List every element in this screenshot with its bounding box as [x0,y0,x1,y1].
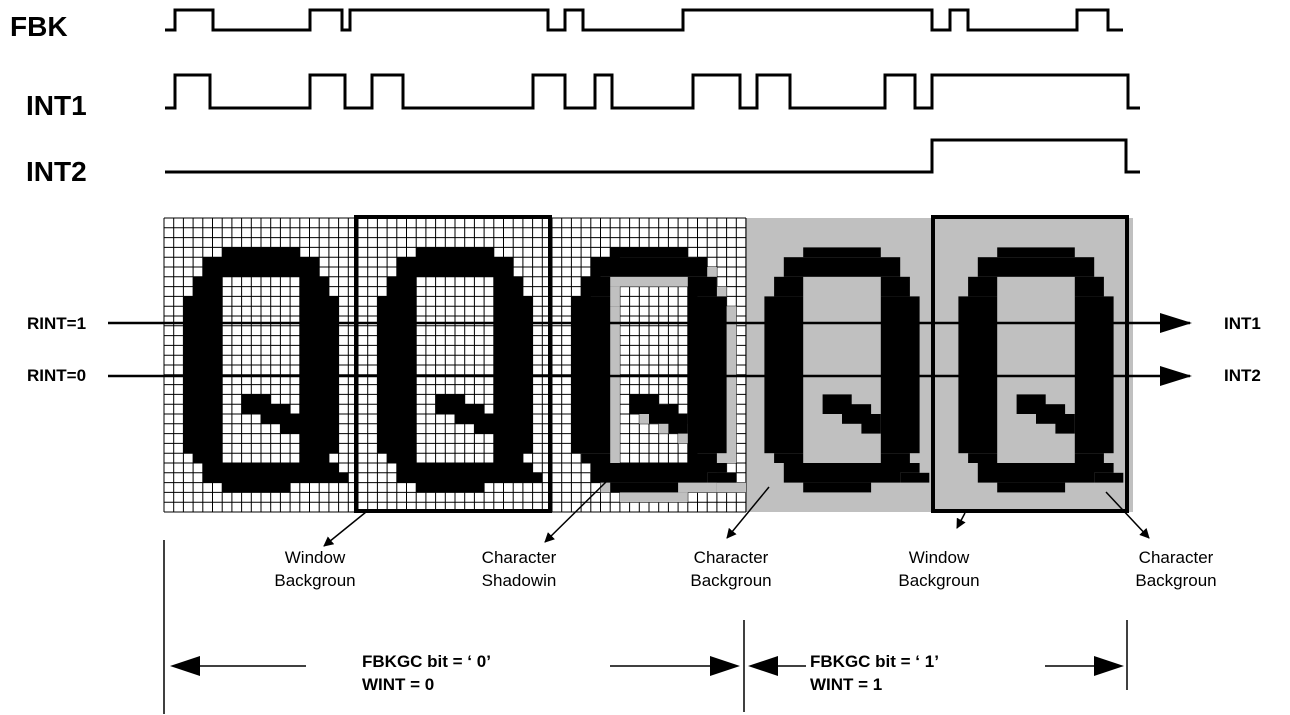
q-glyph-block [1074,276,1104,297]
q-glyph-block [309,463,339,473]
q-glyph-block [803,247,881,258]
q-glyph-block [697,463,727,473]
q-glyph-block [202,257,320,277]
q-glyph-block [396,463,514,483]
q-glyph-block [280,414,300,434]
q-shadow-block [716,482,746,493]
q-glyph-block [513,472,543,483]
rint1-label: RINT=1 [27,314,87,333]
q-glyph-block [880,276,910,297]
window-frame-right [931,215,1129,513]
dim-arrow-right-start [748,656,778,676]
q-glyph-block [590,463,708,483]
fbk-waveform [165,8,1123,32]
q-glyph-block [900,472,930,483]
q-glyph-block [202,463,320,483]
window-frame-left [354,215,552,513]
q-glyph-block [880,453,910,463]
rint1-arrowhead [1160,313,1192,333]
window-frames [354,215,1129,513]
q-glyph-block [299,276,329,297]
q-glyph-block [503,463,533,473]
int2-output-label: INT2 [1224,366,1261,385]
q-glyph-block [803,482,872,493]
rint0-arrowhead [1160,366,1192,386]
dim-arrow-left-start [170,656,200,676]
dim-arrow-right-end [1094,656,1124,676]
q-glyph-block [707,472,737,483]
rint0-label: RINT=0 [27,366,87,385]
q-glyph-block [493,453,523,463]
q-glyph-block [299,453,329,463]
int1-label: INT1 [26,90,87,121]
q-glyph-block [997,482,1066,493]
fbkgc-bit1-label: FBKGC bit = ‘ 1’WINT = 1 [810,652,939,694]
q-glyph-block [968,276,998,297]
q-glyph-block [890,463,920,473]
q-glyph-block [396,257,514,277]
q-glyph-block [610,482,679,493]
q-glyph-block [387,276,417,297]
q-glyph-block [1055,414,1075,434]
int2-label: INT2 [26,156,87,187]
q-glyph-block [581,453,611,463]
q-glyph-block [1084,463,1114,473]
waveforms [165,8,1140,174]
q-glyph-block [1094,472,1124,483]
q-glyph-block [997,247,1075,258]
fbk-label: FBK [10,11,68,42]
q-glyph-block [783,257,901,277]
q-glyph-block [774,276,804,297]
q-glyph-block [416,247,494,258]
q-glyph-block [968,453,998,463]
q-glyph-block [590,257,708,277]
int1-waveform [165,73,1140,110]
pointer-character-background-0 [726,486,770,539]
q-glyph-block [1074,453,1104,463]
pointer-window-background-1 [956,512,966,529]
pointer-character-background-1 [1105,491,1150,539]
q-glyph-block [581,276,611,297]
q-glyph-block [977,257,1095,277]
q-glyph-block [493,276,523,297]
q-glyph-block [977,463,1095,483]
q-glyph-block [774,453,804,463]
dim-arrow-left-end [710,656,740,676]
q-glyph-block [687,276,717,297]
int2-waveform [165,138,1140,174]
q-glyph-block [474,414,494,434]
q-glyph-block [387,453,417,463]
q-glyph-block [610,247,688,258]
q-glyph-block [783,463,901,483]
q-glyph-block [222,247,300,258]
q-glyph-block [668,414,688,434]
q-glyph-block [416,482,485,493]
q-glyph-block [319,472,349,483]
q-glyph-block [193,453,223,463]
q-shadow-block [619,492,688,503]
fbkgc-bit0-label: FBKGC bit = ‘ 0’WINT = 0 [362,652,491,694]
q-glyph-block [193,276,223,297]
q-glyph-block [687,453,717,463]
q-glyph-block [222,482,291,493]
pointer-arrows [108,313,1192,714]
q-glyph-block [861,414,881,434]
pointer-window-background-0 [323,511,367,547]
pointer-character-shadowing [544,479,609,543]
int1-output-label: INT1 [1224,314,1261,333]
